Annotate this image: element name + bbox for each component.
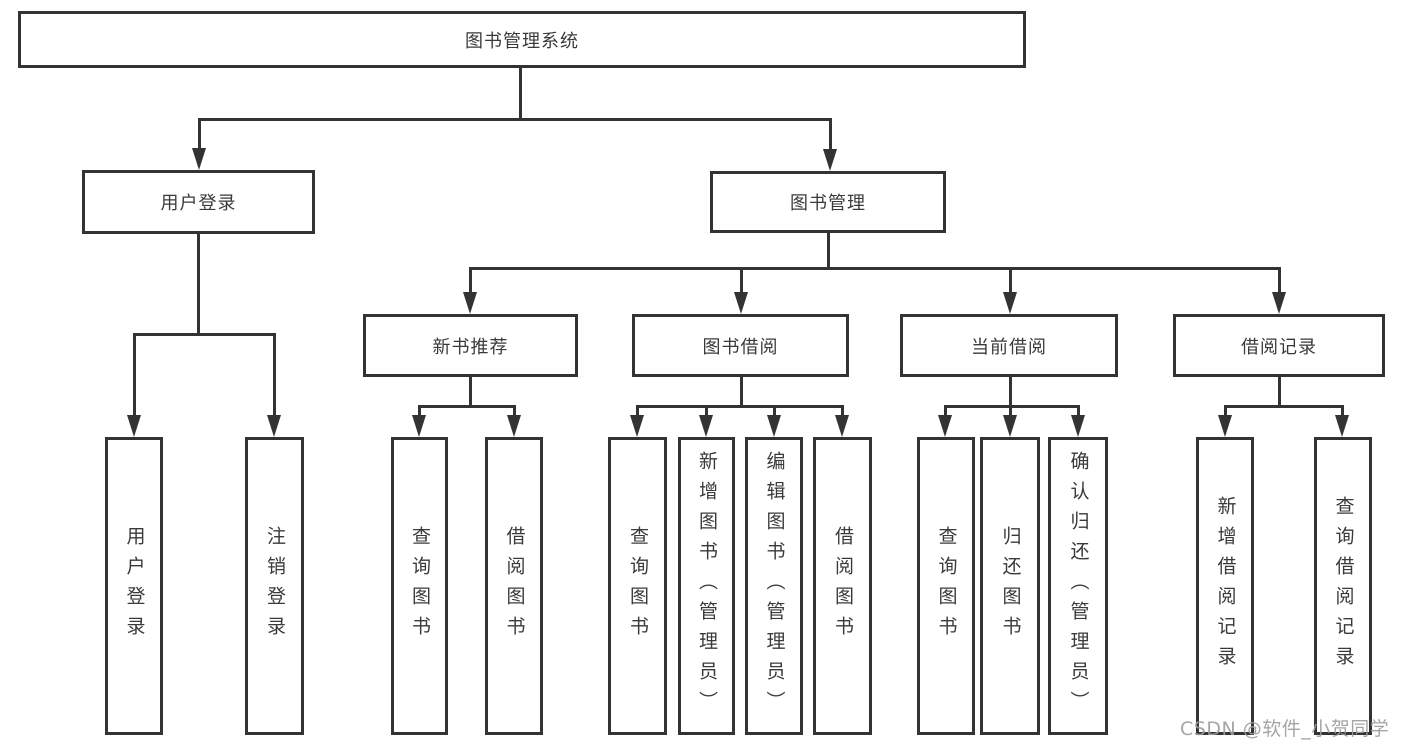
node-borrow-records: 借阅记录 bbox=[1173, 314, 1385, 377]
node-leaf-bb-edit: 编辑图书（管理员） bbox=[745, 437, 803, 735]
arrow-stem bbox=[468, 268, 472, 296]
node-book-management: 图书管理 bbox=[710, 171, 946, 233]
arrow-stem bbox=[272, 334, 276, 419]
arrow-down-icon bbox=[823, 149, 837, 171]
connector-hline bbox=[635, 404, 844, 408]
node-leaf-nbr-borrow: 借阅图书 bbox=[485, 437, 543, 735]
node-leaf-bb-borrow: 借阅图书 bbox=[813, 437, 872, 735]
arrow-stem bbox=[1076, 406, 1080, 419]
node-leaf-bb-query: 查询图书 bbox=[608, 437, 667, 735]
watermark: CSDN @软件_小贺同学 bbox=[1180, 718, 1390, 740]
arrow-stem bbox=[704, 406, 708, 419]
arrow-down-icon bbox=[630, 415, 644, 437]
arrow-down-icon bbox=[1071, 415, 1085, 437]
connector-hline bbox=[943, 404, 1080, 408]
arrow-stem bbox=[132, 334, 136, 419]
connector-vline bbox=[739, 375, 743, 408]
node-new-book-recommend: 新书推荐 bbox=[363, 314, 578, 377]
node-leaf-cb-confirm: 确认归还（管理员） bbox=[1048, 437, 1108, 735]
connector-vline bbox=[826, 231, 830, 270]
connector-vline bbox=[196, 232, 200, 336]
connector-vline bbox=[1277, 375, 1281, 408]
node-current-borrow: 当前借阅 bbox=[900, 314, 1118, 377]
arrow-down-icon bbox=[938, 415, 952, 437]
arrow-down-icon bbox=[1272, 292, 1286, 314]
node-root: 图书管理系统 bbox=[18, 11, 1026, 68]
arrow-down-icon bbox=[734, 292, 748, 314]
node-leaf-cb-query: 查询图书 bbox=[917, 437, 975, 735]
node-leaf-br-query: 查询借阅记录 bbox=[1314, 437, 1372, 735]
connector-vline bbox=[1008, 375, 1012, 408]
arrow-down-icon bbox=[267, 415, 281, 437]
connector-hline bbox=[1223, 404, 1344, 408]
arrow-down-icon bbox=[1003, 415, 1017, 437]
arrow-stem bbox=[840, 406, 844, 419]
connector-vline bbox=[518, 68, 522, 120]
node-leaf-user-login: 用户登录 bbox=[105, 437, 163, 735]
arrow-down-icon bbox=[1218, 415, 1232, 437]
arrow-down-icon bbox=[507, 415, 521, 437]
arrow-stem bbox=[1008, 406, 1012, 419]
arrow-down-icon bbox=[1335, 415, 1349, 437]
connector-vline bbox=[468, 375, 472, 408]
arrow-stem bbox=[1008, 268, 1012, 296]
arrow-stem bbox=[772, 406, 776, 419]
node-leaf-logout: 注销登录 bbox=[245, 437, 304, 735]
node-leaf-cb-return: 归还图书 bbox=[980, 437, 1040, 735]
arrow-down-icon bbox=[767, 415, 781, 437]
node-leaf-nbr-query: 查询图书 bbox=[391, 437, 448, 735]
arrow-stem bbox=[417, 406, 421, 419]
arrow-stem bbox=[828, 119, 832, 153]
arrow-stem bbox=[512, 406, 516, 419]
arrow-stem bbox=[635, 406, 639, 419]
arrow-stem bbox=[943, 406, 947, 419]
connector-hline bbox=[417, 404, 516, 408]
connector-hline bbox=[132, 332, 276, 336]
arrow-stem bbox=[1223, 406, 1227, 419]
arrow-stem bbox=[1340, 406, 1344, 419]
arrow-down-icon bbox=[412, 415, 426, 437]
node-leaf-br-add: 新增借阅记录 bbox=[1196, 437, 1254, 735]
arrow-stem bbox=[197, 119, 201, 152]
node-user-login: 用户登录 bbox=[82, 170, 315, 234]
node-book-borrow: 图书借阅 bbox=[632, 314, 849, 377]
arrow-down-icon bbox=[192, 148, 206, 170]
arrow-down-icon bbox=[127, 415, 141, 437]
connector-hline bbox=[468, 266, 1281, 270]
arrow-down-icon bbox=[1003, 292, 1017, 314]
arrow-stem bbox=[739, 268, 743, 296]
arrow-down-icon bbox=[835, 415, 849, 437]
arrow-down-icon bbox=[463, 292, 477, 314]
node-leaf-bb-add: 新增图书（管理员） bbox=[678, 437, 735, 735]
arrow-down-icon bbox=[699, 415, 713, 437]
connector-hline bbox=[197, 117, 832, 121]
arrow-stem bbox=[1277, 268, 1281, 296]
